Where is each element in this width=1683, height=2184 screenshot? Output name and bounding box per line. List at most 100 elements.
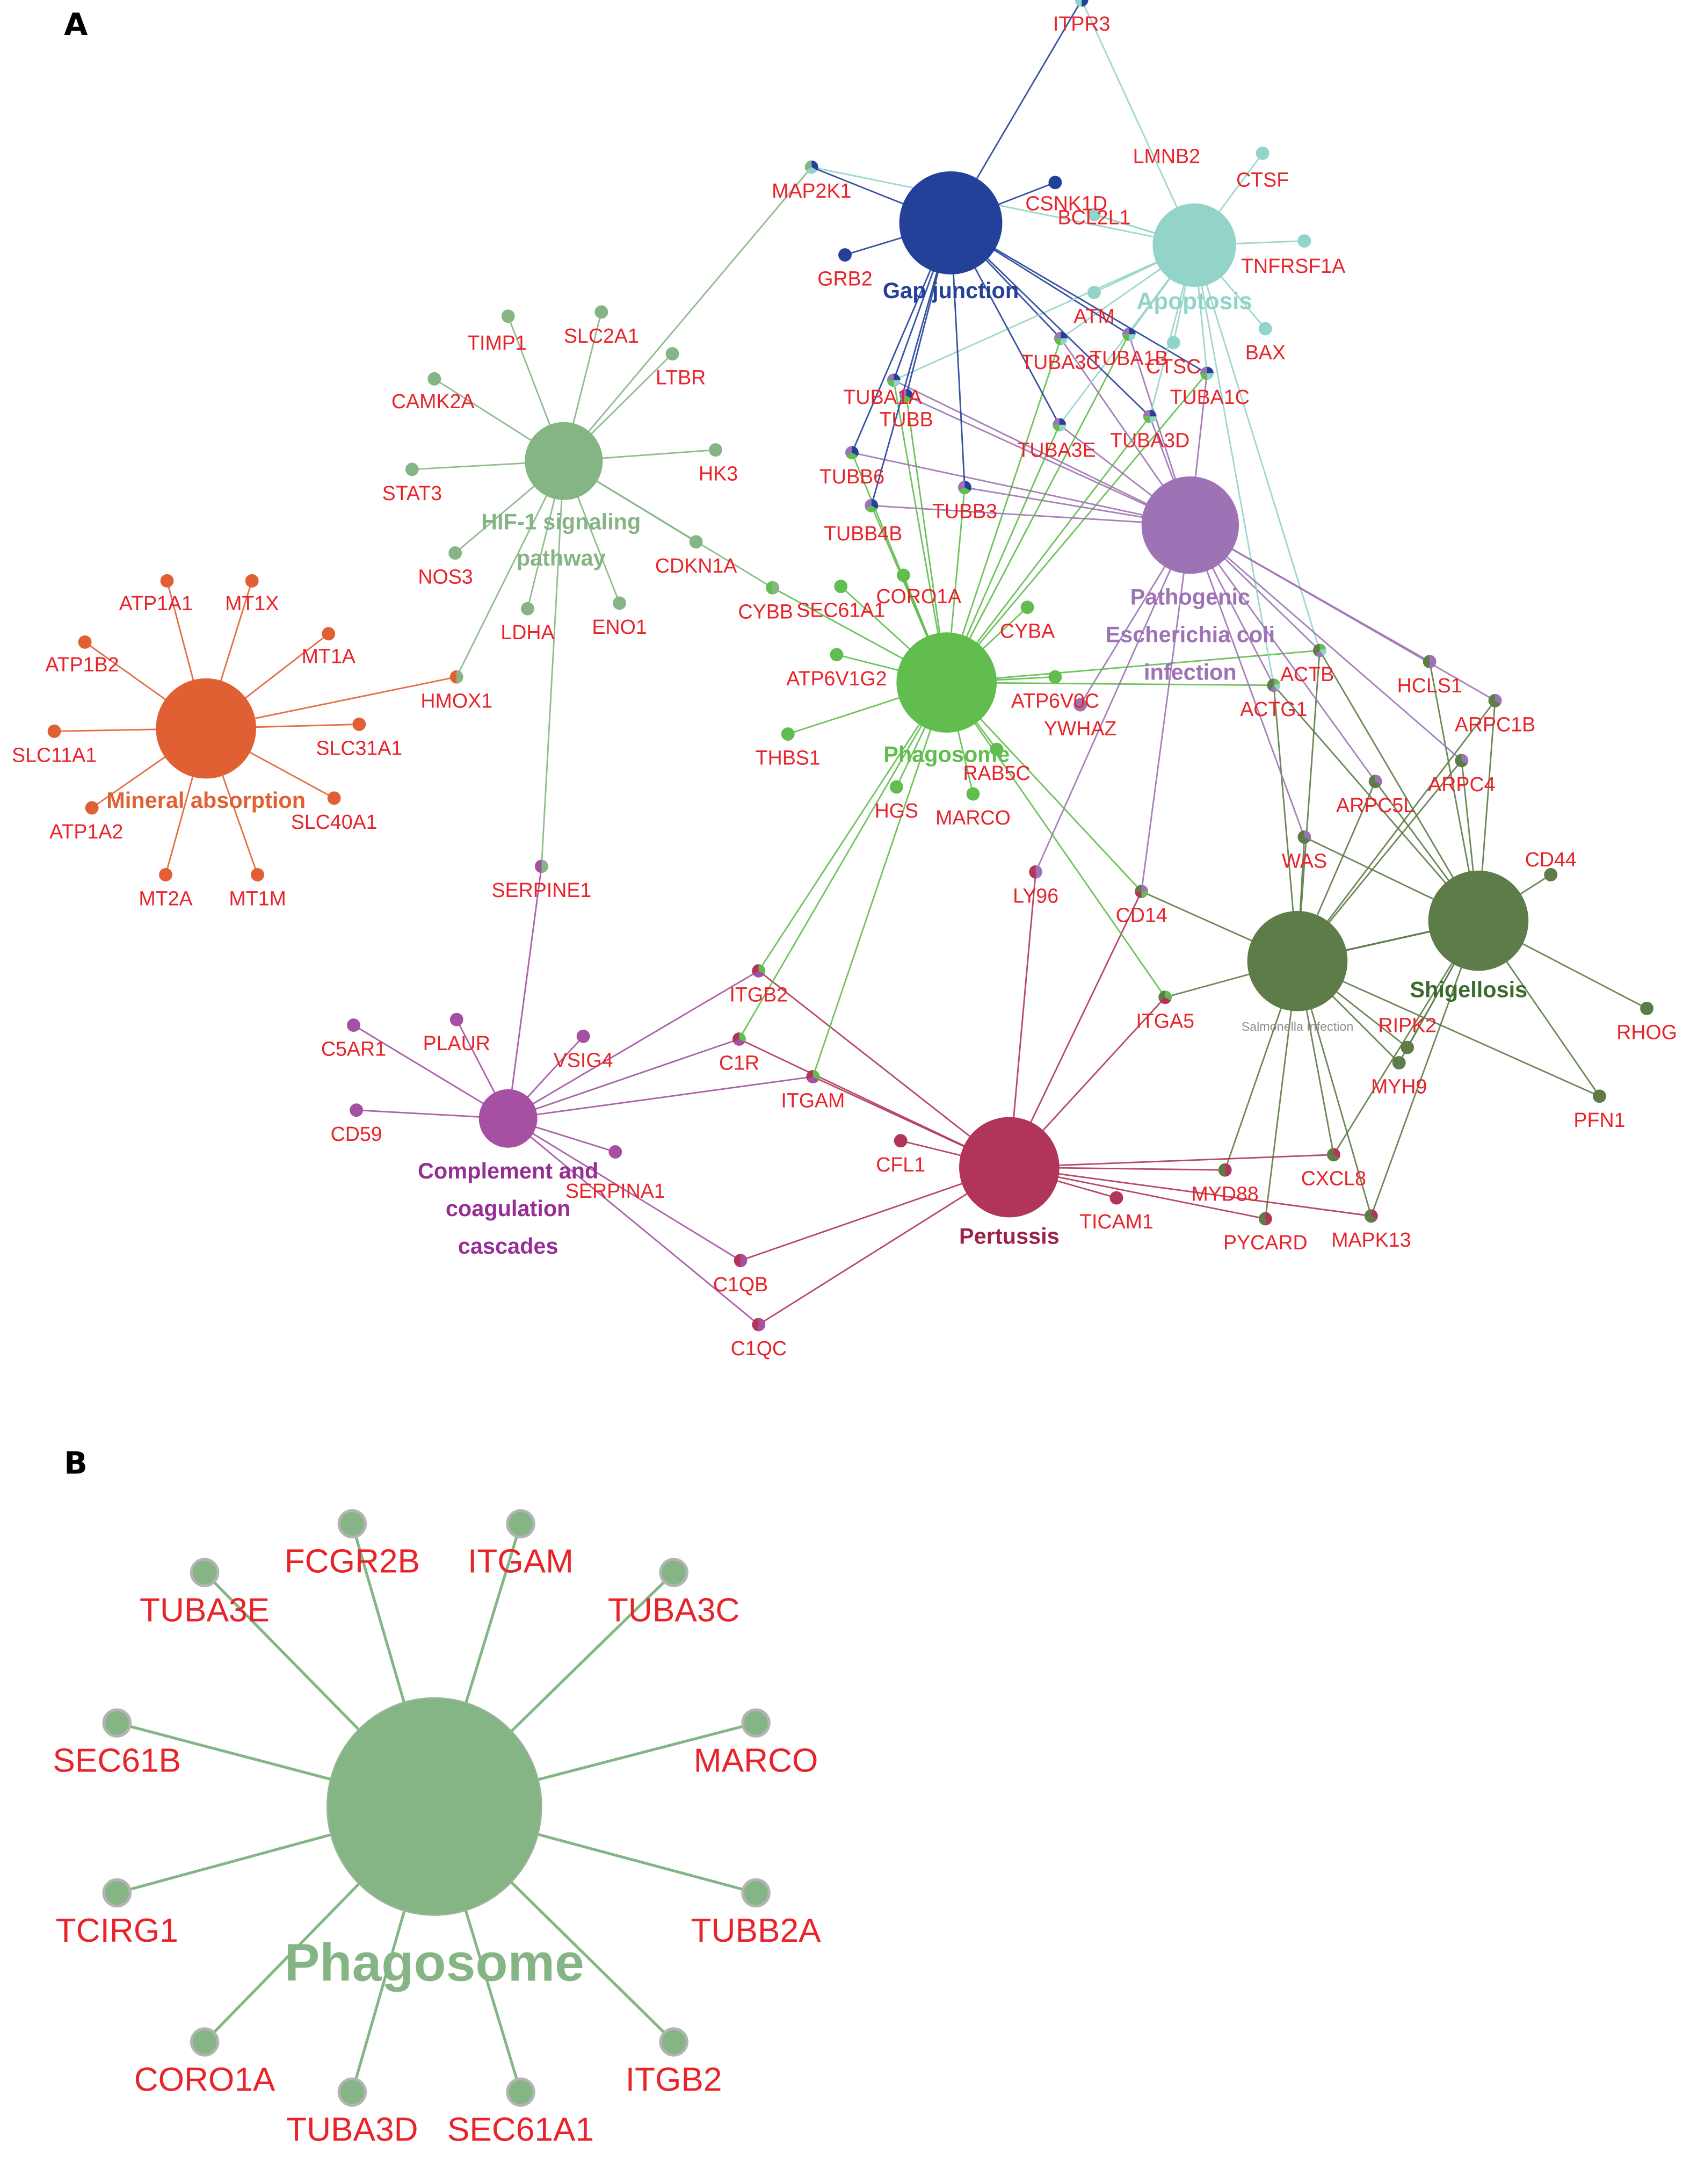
gene-node-ldha[interactable] [521, 602, 534, 616]
gene-node-cfl1[interactable] [894, 1134, 908, 1148]
gene-node-was[interactable] [1297, 830, 1311, 844]
gene-node-c1qc[interactable] [752, 1318, 766, 1332]
gene-node-tubb4b[interactable] [865, 498, 879, 512]
gene-node-itgam[interactable] [806, 1070, 820, 1083]
gene-node-cyba[interactable] [1020, 601, 1034, 614]
gene-node-serpina1[interactable] [608, 1145, 622, 1159]
pathway-node-gap-junction[interactable] [899, 171, 1003, 274]
gene-node-cdkn1a[interactable] [689, 535, 703, 549]
gene-node-grb2[interactable] [838, 248, 852, 262]
gene-node-b-coro1a[interactable] [190, 2027, 220, 2057]
gene-node-tubb[interactable] [899, 388, 913, 402]
gene-node-arpc5l[interactable] [1368, 775, 1382, 789]
gene-node-actg1[interactable] [1267, 678, 1281, 692]
gene-node-ctsf[interactable] [1256, 146, 1269, 160]
gene-node-myh9[interactable] [1392, 1056, 1406, 1069]
pathway-node-pathogenic-escherichia-coli-infection[interactable] [1141, 476, 1239, 574]
gene-node-thbs1[interactable] [781, 727, 795, 741]
gene-node-mapk13[interactable] [1364, 1209, 1378, 1223]
gene-node-itga5[interactable] [1158, 990, 1172, 1004]
pathway-node-shigellosis[interactable] [1428, 870, 1529, 971]
gene-node-tuba1b[interactable] [1122, 327, 1136, 341]
gene-node-marco[interactable] [966, 787, 980, 801]
gene-node-atp1a1[interactable] [160, 574, 174, 588]
gene-node-itgb2[interactable] [752, 964, 766, 978]
gene-node-csnk1d[interactable] [1048, 176, 1062, 190]
gene-node-b-sec61a1[interactable] [506, 2077, 535, 2107]
gene-node-serpine1[interactable] [534, 859, 548, 873]
gene-node-ripk2[interactable] [1401, 1040, 1414, 1054]
gene-node-plaur[interactable] [449, 1013, 463, 1026]
pathway-node-hif-1-signaling-pathway[interactable] [525, 422, 603, 500]
gene-node-ctsc[interactable] [1166, 336, 1180, 350]
gene-node-eno1[interactable] [613, 596, 626, 610]
gene-node-atp6v1g2[interactable] [830, 648, 844, 662]
gene-node-atp1b2[interactable] [78, 635, 92, 649]
gene-node-c1qb[interactable] [734, 1254, 748, 1268]
gene-node-tuba3c[interactable] [1054, 331, 1068, 345]
gene-node-arpc4[interactable] [1455, 754, 1469, 768]
gene-node-slc11a1[interactable] [47, 724, 61, 738]
gene-node-mt1a[interactable] [322, 627, 336, 641]
gene-node-vsig4[interactable] [576, 1029, 590, 1043]
gene-node-cd44[interactable] [1544, 868, 1558, 881]
gene-node-tnfrsf1a[interactable] [1297, 234, 1311, 248]
pathway-node-pertussis[interactable] [959, 1117, 1060, 1218]
pathway-node-phagosome[interactable] [326, 1697, 542, 1916]
gene-node-cd14[interactable] [1135, 885, 1149, 899]
gene-node-camk2a[interactable] [427, 372, 441, 386]
gene-node-rhog[interactable] [1640, 1001, 1654, 1015]
gene-node-hcls1[interactable] [1423, 655, 1437, 669]
gene-node-ltbr[interactable] [665, 347, 679, 361]
gene-node-hk3[interactable] [708, 443, 722, 457]
gene-node-atp1a2[interactable] [85, 801, 99, 815]
gene-node-bax[interactable] [1258, 322, 1272, 336]
gene-node-arpc1b[interactable] [1488, 693, 1502, 707]
gene-node-tuba1a[interactable] [887, 373, 901, 387]
pathway-node-salmonella-infection[interactable] [1247, 910, 1348, 1011]
gene-node-tuba3e[interactable] [1053, 418, 1067, 432]
gene-node-tuba1c[interactable] [1200, 366, 1214, 380]
gene-node-myd88[interactable] [1218, 1163, 1232, 1177]
gene-node-stat3[interactable] [405, 462, 419, 476]
gene-node-pfn1[interactable] [1593, 1089, 1606, 1103]
gene-node-ywhaz[interactable] [1073, 698, 1087, 712]
gene-node-mt1m[interactable] [251, 868, 265, 881]
gene-node-itpr3[interactable] [1075, 0, 1089, 7]
pathway-node-complement-and-coagulation-cascades[interactable] [478, 1089, 538, 1148]
gene-node-ly96[interactable] [1029, 865, 1043, 879]
gene-node-tubb3[interactable] [957, 481, 971, 495]
gene-node-hgs[interactable] [889, 780, 903, 794]
gene-node-timp1[interactable] [501, 309, 515, 323]
gene-node-b-marco[interactable] [741, 1708, 771, 1738]
gene-node-coro1a[interactable] [896, 568, 910, 582]
gene-node-c5ar1[interactable] [346, 1018, 360, 1032]
gene-node-map2k1[interactable] [804, 160, 818, 174]
gene-node-b-tubb2a[interactable] [741, 1878, 771, 1908]
gene-node-mt1x[interactable] [245, 574, 259, 588]
gene-node-b-itgb2[interactable] [659, 2027, 688, 2057]
gene-node-hmox1[interactable] [449, 670, 463, 684]
gene-node-rab5c[interactable] [990, 742, 1004, 756]
gene-node-slc40a1[interactable] [327, 791, 341, 805]
gene-node-atm[interactable] [1087, 286, 1101, 300]
gene-node-nos3[interactable] [448, 546, 462, 560]
pathway-node-phagosome[interactable] [896, 632, 997, 733]
pathway-node-apoptosis[interactable] [1152, 203, 1236, 287]
gene-node-b-tuba3c[interactable] [659, 1558, 688, 1587]
gene-node-tuba3d[interactable] [1143, 409, 1157, 423]
gene-node-b-sec61b[interactable] [102, 1708, 132, 1738]
gene-node-cxcl8[interactable] [1326, 1148, 1340, 1162]
gene-node-bcl2l1[interactable] [1087, 207, 1101, 221]
pathway-node-mineral-absorption[interactable] [156, 678, 256, 779]
gene-node-c1r[interactable] [732, 1032, 746, 1046]
gene-node-tubb6[interactable] [845, 446, 859, 460]
gene-node-b-tuba3d[interactable] [337, 2077, 367, 2107]
gene-node-cybb[interactable] [766, 581, 780, 595]
gene-node-ticam1[interactable] [1109, 1191, 1123, 1205]
gene-node-pycard[interactable] [1258, 1212, 1272, 1226]
gene-node-b-itgam[interactable] [506, 1509, 535, 1539]
gene-node-sec61a1[interactable] [834, 580, 848, 594]
gene-node-mt2a[interactable] [159, 868, 172, 881]
gene-node-b-tuba3e[interactable] [190, 1558, 220, 1587]
